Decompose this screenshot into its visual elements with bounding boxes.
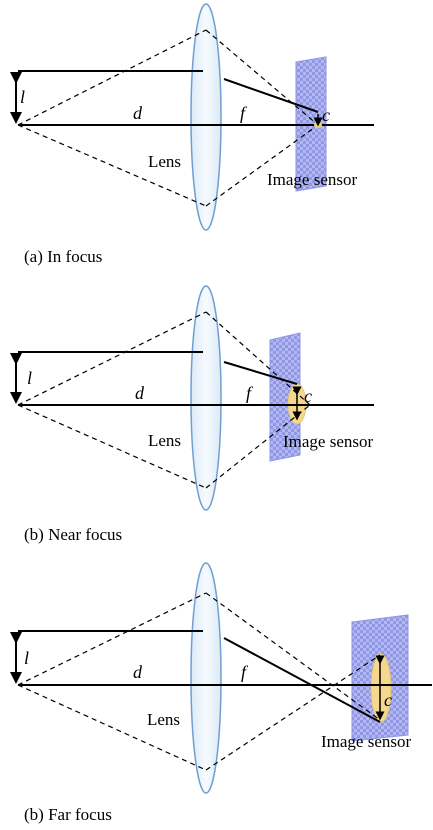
c-label: c — [304, 386, 312, 406]
caption: (b) Near focus — [24, 525, 122, 544]
l-label: l — [27, 368, 32, 388]
d-label: d — [133, 103, 143, 123]
lens — [190, 3, 222, 231]
l-label: l — [20, 87, 25, 107]
d-label: d — [133, 662, 143, 682]
panel-in-focus: l d f c Lens Image sensor (a) In focus — [10, 3, 374, 266]
l-label: l — [24, 648, 29, 668]
blur-spot — [370, 653, 392, 723]
solid-rays — [18, 351, 374, 406]
lens — [190, 562, 222, 794]
sensor-label: Image sensor — [283, 432, 374, 451]
c-label: c — [384, 690, 392, 710]
caption: (b) Far focus — [24, 805, 112, 824]
f-label: f — [241, 662, 249, 682]
panel-far-focus: l d f c Lens Image sensor (b) Far focus — [10, 562, 432, 824]
lens — [190, 285, 222, 511]
c-label: c — [322, 105, 330, 125]
lens-label: Lens — [148, 152, 181, 171]
panel-near-focus: l d f c Lens Image sensor (b) Near focus — [10, 285, 374, 544]
dashed-rays — [17, 592, 381, 771]
solid-rays — [18, 630, 432, 723]
f-label: f — [246, 383, 254, 403]
image-sensor — [269, 332, 301, 462]
dashed-rays — [17, 29, 319, 207]
sensor-label: Image sensor — [321, 732, 412, 751]
caption: (a) In focus — [24, 247, 102, 266]
lens-label: Lens — [148, 431, 181, 450]
sensor-label: Image sensor — [267, 170, 358, 189]
lens-label: Lens — [147, 710, 180, 729]
d-label: d — [135, 383, 145, 403]
dashed-rays — [17, 311, 311, 489]
blur-spot — [314, 122, 322, 128]
f-label: f — [240, 103, 248, 123]
